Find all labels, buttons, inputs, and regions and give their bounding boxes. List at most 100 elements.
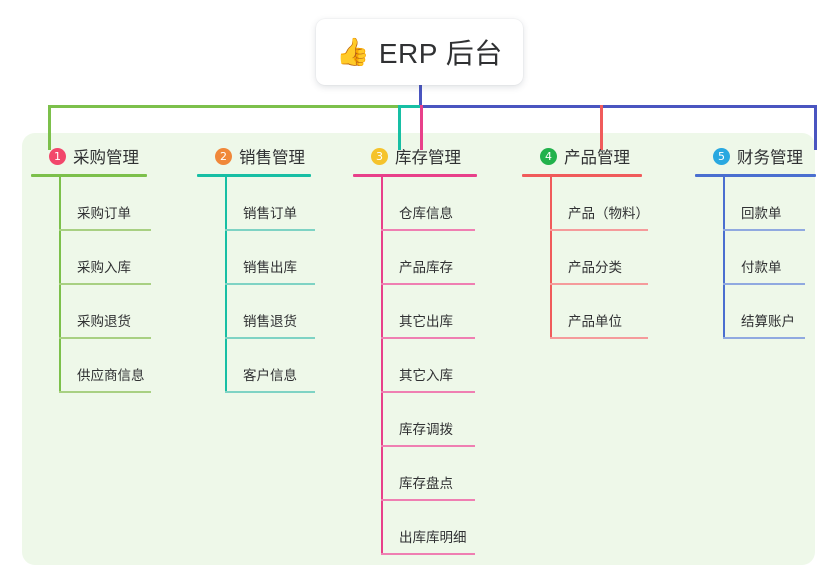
leaf-node[interactable]: 产品（物料） [522, 177, 649, 231]
branch-title-label: 销售管理 [239, 149, 305, 167]
branch-number-badge: 1 [49, 147, 66, 165]
branch-title-label: 产品管理 [564, 149, 630, 167]
leaf-node-underline [550, 337, 648, 339]
leaf-node-label: 库存调拨 [399, 422, 453, 437]
branch-header-underline [522, 174, 642, 177]
branch-leaf-list: 回款单付款单结算账户 [695, 177, 816, 339]
leaf-node[interactable]: 其它出库 [353, 285, 477, 339]
connector-bus-green [48, 105, 400, 108]
leaf-node-label: 销售退货 [243, 314, 297, 329]
leaf-node[interactable]: 回款单 [695, 177, 816, 231]
leaf-node[interactable]: 库存盘点 [353, 447, 477, 501]
leaf-node-label: 库存盘点 [399, 476, 453, 491]
diagram-panel [22, 133, 815, 565]
branch-number-badge: 3 [371, 147, 388, 165]
branch-header-库存管理[interactable]: 3 库存管理 [353, 144, 477, 168]
branch-header-underline [31, 174, 147, 177]
leaf-node[interactable]: 采购退货 [31, 285, 151, 339]
leaf-node[interactable]: 库存调拨 [353, 393, 477, 447]
leaf-node-underline [723, 337, 805, 339]
branch-spine [59, 177, 61, 393]
branch-number-badge: 4 [540, 147, 557, 165]
branch-spine [381, 177, 383, 555]
leaf-node-label: 产品库存 [399, 260, 453, 275]
leaf-node-underline [723, 229, 805, 231]
leaf-node-label: 其它入库 [399, 368, 453, 383]
branch-leaf-list: 采购订单采购入库采购退货供应商信息 [31, 177, 151, 393]
leaf-node[interactable]: 产品单位 [522, 285, 648, 339]
leaf-node-underline [59, 283, 151, 285]
root-node-erp-backend[interactable]: 👍 ERP 后台 [316, 19, 523, 85]
leaf-node-underline [723, 283, 805, 285]
branch-header-underline [695, 174, 816, 177]
branch-number-badge: 5 [713, 147, 730, 165]
branch-column-财务管理: 5 财务管理回款单付款单结算账户 [695, 144, 816, 339]
leaf-node[interactable]: 产品分类 [522, 231, 648, 285]
leaf-node-label: 付款单 [741, 260, 782, 275]
leaf-node-underline [225, 229, 315, 231]
leaf-node[interactable]: 销售出库 [197, 231, 315, 285]
root-node-label: ERP 后台 [378, 38, 503, 69]
leaf-node-underline [381, 445, 475, 447]
branch-leaf-list: 仓库信息产品库存其它出库其它入库库存调拨库存盘点出库库明细 [353, 177, 477, 555]
leaf-node-underline [59, 337, 151, 339]
leaf-node-underline [225, 391, 315, 393]
branch-header-财务管理[interactable]: 5 财务管理 [695, 144, 816, 168]
leaf-node-label: 回款单 [741, 206, 782, 221]
leaf-node-label: 销售订单 [243, 206, 297, 221]
leaf-node-label: 其它出库 [399, 314, 453, 329]
leaf-node-underline [550, 229, 648, 231]
connector-trunk [419, 85, 422, 108]
leaf-node-underline [381, 337, 475, 339]
leaf-node-underline [59, 391, 151, 393]
leaf-node-label: 供应商信息 [77, 368, 145, 383]
branch-column-库存管理: 3 库存管理仓库信息产品库存其它出库其它入库库存调拨库存盘点出库库明细 [353, 144, 477, 555]
leaf-node-label: 结算账户 [741, 314, 795, 329]
leaf-node[interactable]: 仓库信息 [353, 177, 477, 231]
leaf-node[interactable]: 出库库明细 [353, 501, 477, 555]
branch-column-产品管理: 4 产品管理产品（物料） 产品分类产品单位 [522, 144, 649, 339]
connector-bus-blue [420, 105, 817, 108]
leaf-node-label: 产品单位 [568, 314, 622, 329]
branch-header-underline [353, 174, 477, 177]
leaf-node-underline [381, 499, 475, 501]
leaf-node[interactable]: 供应商信息 [31, 339, 151, 393]
leaf-node[interactable]: 采购订单 [31, 177, 151, 231]
leaf-node-label: 产品（物料） [568, 206, 649, 221]
leaf-node-underline [550, 283, 648, 285]
leaf-node-underline [225, 283, 315, 285]
leaf-node-underline [381, 229, 475, 231]
leaf-node[interactable]: 付款单 [695, 231, 816, 285]
branch-title-label: 采购管理 [73, 149, 139, 167]
branch-title-label: 财务管理 [737, 149, 803, 167]
leaf-node-underline [381, 283, 475, 285]
leaf-node[interactable]: 客户信息 [197, 339, 315, 393]
leaf-node-label: 销售出库 [243, 260, 297, 275]
leaf-node[interactable]: 其它入库 [353, 339, 477, 393]
leaf-node[interactable]: 销售订单 [197, 177, 315, 231]
leaf-node-label: 采购订单 [77, 206, 131, 221]
leaf-node[interactable]: 销售退货 [197, 285, 315, 339]
branch-spine [550, 177, 552, 339]
branch-header-underline [197, 174, 311, 177]
leaf-node[interactable]: 采购入库 [31, 231, 151, 285]
leaf-node[interactable]: 产品库存 [353, 231, 477, 285]
branch-leaf-list: 产品（物料） 产品分类产品单位 [522, 177, 649, 339]
leaf-node-label: 采购入库 [77, 260, 131, 275]
connector-drop-2 [398, 105, 401, 150]
branch-header-采购管理[interactable]: 1 采购管理 [31, 144, 147, 168]
branch-spine [225, 177, 227, 393]
root-node-content: 👍 ERP 后台 [336, 32, 502, 72]
connector-drop-4 [600, 105, 603, 150]
leaf-node-label: 产品分类 [568, 260, 622, 275]
leaf-node-underline [381, 391, 475, 393]
branch-header-产品管理[interactable]: 4 产品管理 [522, 144, 642, 168]
branch-column-采购管理: 1 采购管理采购订单采购入库采购退货供应商信息 [31, 144, 151, 393]
leaf-node-label: 仓库信息 [399, 206, 453, 221]
leaf-node-underline [381, 553, 475, 555]
branch-title-label: 库存管理 [395, 149, 461, 167]
leaf-node-underline [225, 337, 315, 339]
leaf-node[interactable]: 结算账户 [695, 285, 816, 339]
